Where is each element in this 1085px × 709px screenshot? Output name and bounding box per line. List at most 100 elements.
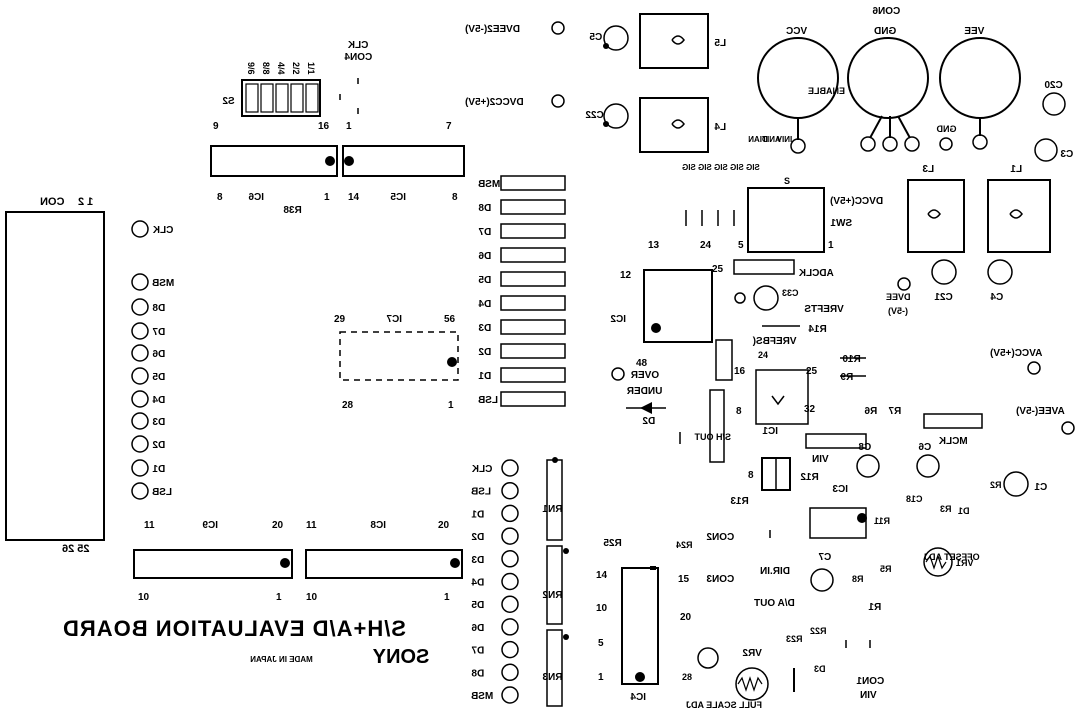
made-in-label: MADE IN JAPAN bbox=[250, 655, 313, 664]
ic1-chip: IC1 32 8 bbox=[736, 369, 816, 437]
bus-resistor bbox=[500, 343, 566, 359]
con4-clk-label: CLK bbox=[347, 40, 368, 51]
r8-label: R8 bbox=[852, 574, 864, 584]
c22-label: C22 bbox=[585, 110, 604, 121]
bottom-pin-label: D1 bbox=[471, 509, 484, 520]
cap-c33: C33 bbox=[734, 285, 799, 311]
c20-label: C20 bbox=[1044, 80, 1063, 91]
left-pin-label: D4 bbox=[152, 395, 165, 406]
svg-text:5: 5 bbox=[738, 240, 744, 251]
sw1-sig-label: SIG bbox=[682, 163, 696, 172]
svg-text:7: 7 bbox=[446, 121, 452, 132]
svg-text:24: 24 bbox=[758, 350, 768, 360]
c3-label: C3 bbox=[1060, 149, 1073, 160]
left-pin-label: CLK bbox=[152, 225, 173, 236]
vin-label: VIN bbox=[860, 690, 877, 701]
left-pin-label: LSB bbox=[152, 487, 172, 498]
r14-label: R14 bbox=[808, 324, 827, 335]
avcc-label: AVCC(+5V) bbox=[990, 348, 1042, 359]
r10-label: R10 bbox=[842, 354, 861, 365]
svg-text:8: 8 bbox=[452, 192, 458, 203]
svg-text:1: 1 bbox=[448, 400, 454, 411]
bottom-pin-label: D6 bbox=[471, 623, 484, 634]
cap-c4: C4 bbox=[987, 259, 1013, 303]
svg-text:29: 29 bbox=[334, 314, 346, 325]
left-pin-label: D6 bbox=[152, 349, 165, 360]
cap-c6: C6 bbox=[916, 442, 940, 478]
dip-switch-label: 4/4 bbox=[276, 62, 286, 75]
ic8-label: IC8 bbox=[370, 520, 386, 531]
left-pin-label: MSB bbox=[152, 278, 174, 289]
vcc-label: VCC bbox=[786, 26, 807, 37]
ic1-label: IC1 bbox=[762, 426, 778, 437]
bottom-pin-pad bbox=[501, 504, 519, 523]
con3-label: CON3 bbox=[706, 574, 734, 585]
cap-c20: C20 bbox=[1042, 80, 1066, 116]
bottom-pin-pad bbox=[501, 595, 519, 613]
under-label: UNDER bbox=[626, 386, 662, 397]
c5-label: C5 bbox=[589, 32, 602, 43]
ic7-label: IC7 bbox=[386, 314, 402, 325]
cap-c4-lower bbox=[697, 647, 719, 669]
svg-text:11: 11 bbox=[144, 520, 155, 531]
vr1-trimmer: VR1 OFFSET ADJ bbox=[923, 547, 980, 577]
bus-resistor bbox=[500, 175, 566, 191]
bus-label: D8 bbox=[478, 203, 491, 214]
svg-text:56: 56 bbox=[444, 314, 456, 325]
bottom-pin-pad bbox=[501, 618, 519, 636]
left-pin-pad bbox=[131, 322, 149, 340]
dip-switch-cell bbox=[305, 83, 319, 113]
ic6-label: IC6 bbox=[248, 192, 264, 203]
bus-label: D1 bbox=[478, 371, 491, 382]
cap-c1: C1 bbox=[1003, 471, 1047, 497]
vr2-label: VR2 bbox=[742, 648, 762, 659]
ic2-label: IC2 bbox=[610, 314, 626, 325]
c4-label: C4 bbox=[990, 292, 1003, 303]
svg-text:11: 11 bbox=[306, 520, 317, 531]
d1-label: D1 bbox=[958, 506, 970, 516]
c18-label: C18 bbox=[906, 494, 923, 504]
bus-resistor bbox=[500, 199, 566, 215]
gnd-terminal: CON6 GND bbox=[847, 6, 929, 152]
r2-label: R2 bbox=[990, 480, 1002, 490]
dvcc-label: DVCC(+5V) bbox=[830, 196, 883, 207]
dip-switch-cell bbox=[260, 83, 274, 113]
bus-label: LSB bbox=[478, 395, 498, 406]
cap-c8: C8 bbox=[856, 442, 880, 478]
enable-label: ENABLE bbox=[808, 86, 845, 96]
bottom-pin-pad bbox=[501, 459, 519, 477]
bus-resistor bbox=[500, 391, 566, 407]
svg-text:10: 10 bbox=[306, 592, 318, 603]
bus-resistor bbox=[500, 271, 566, 287]
inductor-l4: L4 bbox=[639, 97, 726, 153]
vee-terminal: VEE bbox=[939, 26, 1021, 150]
bottom-pin-label: D3 bbox=[471, 555, 484, 566]
svg-text:24: 24 bbox=[700, 240, 712, 251]
bottom-pin-pad bbox=[501, 481, 519, 500]
dip-switch-cell bbox=[245, 83, 259, 113]
bus-resistor bbox=[500, 319, 566, 335]
dvee2-label: DVEE2(-5V) bbox=[465, 24, 520, 35]
r7-label: R7 bbox=[888, 406, 901, 417]
left-pin-pad bbox=[131, 344, 149, 362]
svg-text:S: S bbox=[784, 176, 790, 186]
ic9-label: IC9 bbox=[202, 520, 218, 531]
ic3-chip: 8 IC3 bbox=[748, 457, 848, 495]
left-pin-label: D2 bbox=[152, 440, 165, 451]
left-pin-pad bbox=[131, 435, 149, 453]
sw1-sig-label: SIG bbox=[698, 163, 712, 172]
vr2-trimmer: VR2 FULL SCALE ADJ bbox=[686, 648, 769, 709]
svg-text:1: 1 bbox=[276, 592, 282, 603]
left-pin-pad bbox=[131, 298, 149, 316]
svg-text:10: 10 bbox=[138, 592, 150, 603]
r25-label: R25 bbox=[603, 538, 622, 549]
r38-label: R38 bbox=[283, 205, 302, 216]
full-scale-adj-label: FULL SCALE ADJ bbox=[686, 700, 762, 709]
